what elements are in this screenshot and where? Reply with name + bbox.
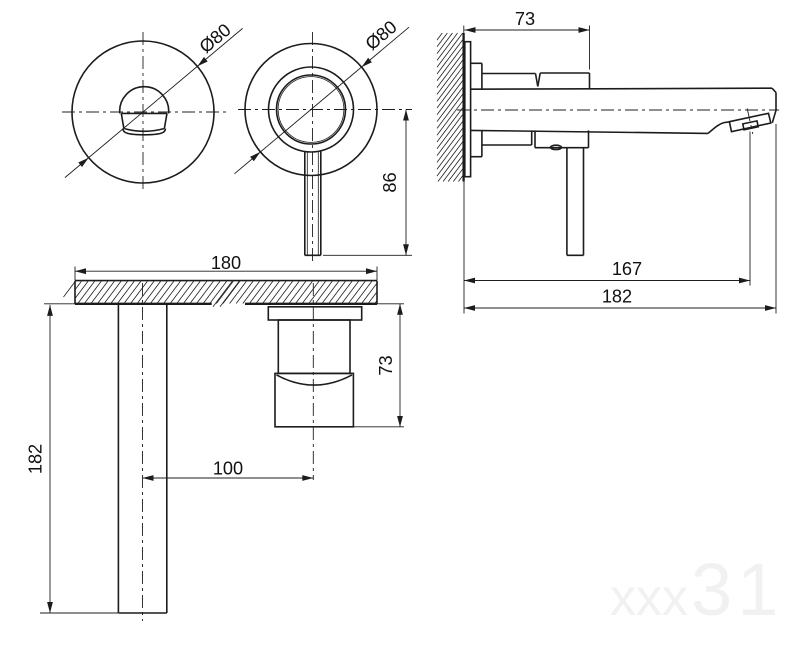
dim-mixer-handle-drop: 86 (380, 172, 400, 192)
dimension-lines (40, 25, 777, 614)
hatch-layer (74, 32, 464, 304)
dim-spout-drop: 182 (26, 444, 46, 474)
dim-spout-total-reach: 182 (602, 287, 632, 307)
dim-handle-projection: 73 (376, 355, 396, 375)
dim-spout-outlet-reach: 167 (612, 259, 642, 279)
dim-wall-to-valve-depth: 73 (515, 9, 535, 29)
view-side (462, 33, 777, 257)
dimension-arrows (47, 27, 776, 613)
watermark: xxx31 (610, 548, 783, 631)
view-bottom (63, 279, 378, 614)
view-spout-front (71, 40, 215, 184)
dim-mixer-escutcheon-diameter: Ø80 (362, 17, 401, 54)
dim-spout-to-handle-offset: 100 (213, 459, 243, 479)
dim-backplate-width: 180 (211, 253, 241, 273)
centerlines (62, 32, 779, 621)
view-mixer-front (244, 42, 378, 257)
